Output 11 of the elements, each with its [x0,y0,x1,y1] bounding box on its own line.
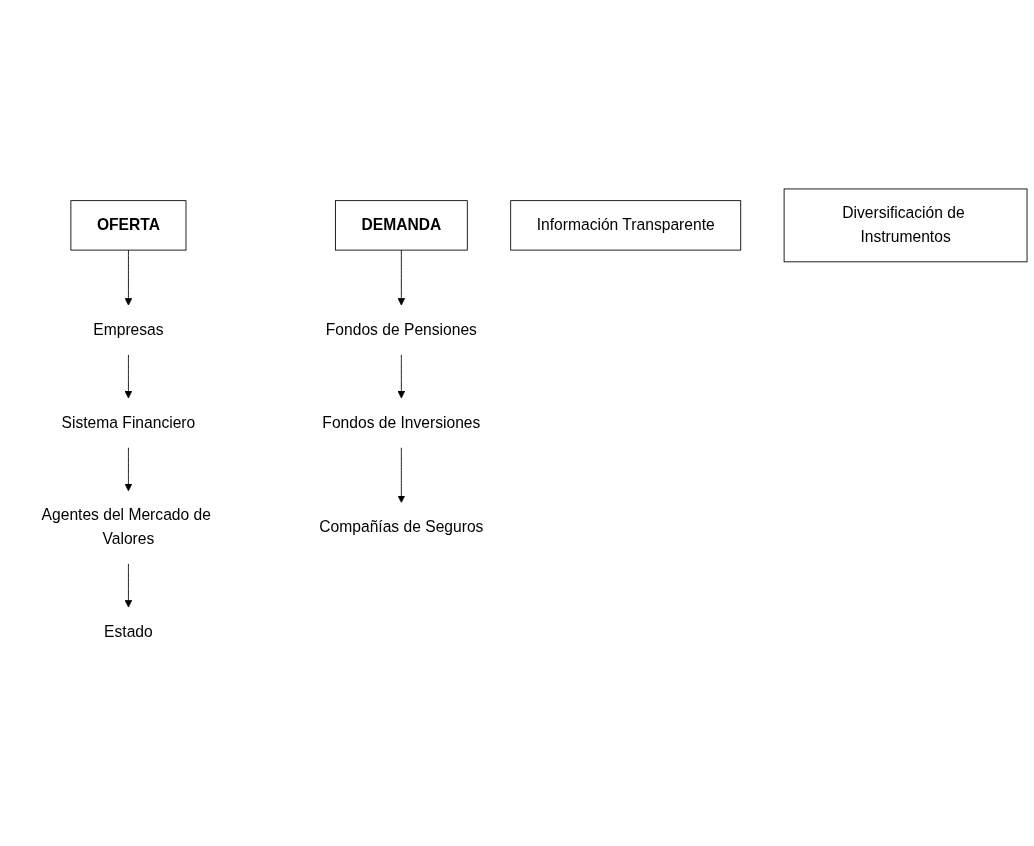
node-text: Estado [104,622,153,641]
node-box: Información Transparente [510,200,742,251]
node-text: Fondos de Inversiones [322,413,481,432]
node-text: Sistema Financiero [61,413,196,432]
node-text: Compañías de Seguros [319,518,484,536]
node-text: Agentes del Mercado de Valores [41,506,211,548]
node-box: Diversificación de Instrumentos [783,188,1028,263]
node-box: OFERTA [70,200,187,251]
node-box: DEMANDA [335,200,468,251]
node-text: Fondos de Pensiones [325,321,477,339]
node-text: Empresas [93,321,164,339]
